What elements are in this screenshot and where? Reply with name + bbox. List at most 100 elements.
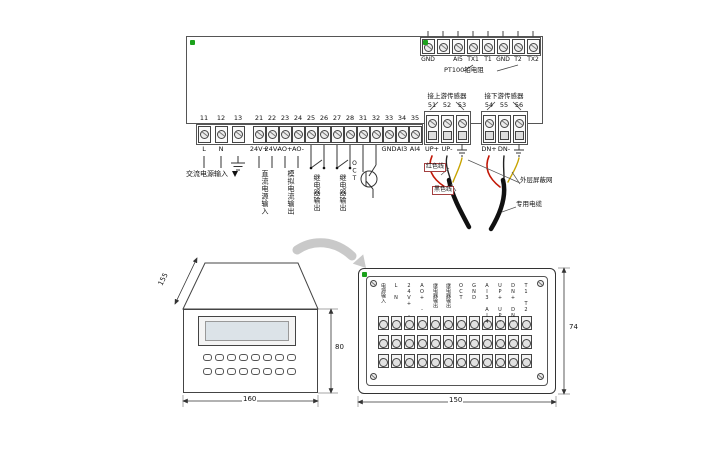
wire-clamp <box>514 130 524 140</box>
terminal-32 <box>369 126 383 143</box>
rear-terminal-block <box>391 354 402 368</box>
pt100-caption: PT100铂电阻 <box>444 66 484 74</box>
terminal-56 <box>512 115 526 143</box>
terminal-25 <box>304 126 318 143</box>
terminal-number: 26 <box>319 114 329 122</box>
terminal-53 <box>455 115 469 143</box>
screw-icon <box>345 129 355 139</box>
rear-terminal-block <box>443 316 454 330</box>
contact-dot <box>335 166 339 170</box>
rear-column-label: UP+ UP- <box>497 283 503 325</box>
screw-icon <box>370 280 377 287</box>
relay-contact-icon <box>310 145 351 169</box>
pt100-terminal-strip <box>420 37 541 56</box>
screw-icon <box>483 42 493 52</box>
screw-icon <box>499 118 509 128</box>
front-view-top-housing <box>182 262 319 310</box>
terminal-number: 22 <box>267 114 277 122</box>
terminal-label: GND <box>381 145 397 153</box>
rear-terminal-block <box>456 316 467 330</box>
rear-terminal-block <box>378 335 389 349</box>
terminal-number: 34 <box>397 114 407 122</box>
screw-icon <box>280 129 290 139</box>
rear-terminal-block <box>417 335 428 349</box>
screw-icon <box>216 129 226 139</box>
rear-terminal-block <box>508 335 519 349</box>
screw-icon <box>254 129 264 139</box>
screw-icon <box>319 129 329 139</box>
keypad-key <box>263 354 272 361</box>
rear-terminal-block <box>469 335 480 349</box>
rear-terminal-block <box>417 316 428 330</box>
terminal-number: 33 <box>384 114 394 122</box>
rear-terminal-block <box>456 354 467 368</box>
black-wire-label: 黑色线 <box>432 186 455 195</box>
rear-terminal-block <box>404 354 415 368</box>
rear-terminal-block <box>521 316 532 330</box>
pt100-terminal <box>496 39 510 54</box>
pt100-terminal-label: GND <box>421 56 435 63</box>
screw-icon <box>537 280 544 287</box>
terminal-35 <box>408 126 422 143</box>
keypad-key <box>203 368 212 375</box>
screw-icon <box>514 118 524 128</box>
screw-icon <box>293 129 303 139</box>
screw-icon <box>484 118 494 128</box>
terminal-number: 24 <box>293 114 303 122</box>
terminal-label: AO+ <box>277 145 293 153</box>
relay-output-label-1: 继电器输出 <box>313 174 321 212</box>
rear-column-label: AO+ - <box>419 283 425 313</box>
terminal-55 <box>497 115 511 143</box>
terminal-52 <box>440 115 454 143</box>
pt100-terminal-label: TX2 <box>527 56 539 63</box>
oct-output-label: OCT <box>351 160 358 183</box>
upstream-black-wire <box>445 155 451 179</box>
terminal-number: 13 <box>233 114 243 122</box>
dim-line-155 <box>174 257 198 305</box>
terminal-label: DN- <box>497 145 511 153</box>
green-mark-icon <box>190 40 195 45</box>
terminal-label: AI4 <box>409 145 421 153</box>
wire-clamp <box>442 130 452 140</box>
transition-arrow <box>292 238 357 261</box>
wire-clamp <box>457 130 467 140</box>
terminal-31 <box>356 126 370 143</box>
keypad-key <box>275 354 284 361</box>
rear-terminal-block <box>378 354 389 368</box>
terminal-22 <box>265 126 279 143</box>
rear-terminal-block <box>508 354 519 368</box>
upstream-cable <box>446 177 472 230</box>
terminal-label: UP- <box>441 145 453 153</box>
rear-column-label: GND <box>471 283 477 301</box>
rear-column-label: 继电器输出 <box>432 283 438 308</box>
screw-icon <box>199 129 209 139</box>
dim-80: 80 <box>334 343 345 351</box>
terminal-number: 23 <box>280 114 290 122</box>
terminal-number: 21 <box>254 114 264 122</box>
keypad-key <box>203 354 212 361</box>
terminal-33 <box>382 126 396 143</box>
rear-terminal-block <box>521 335 532 349</box>
screw-icon <box>442 118 452 128</box>
rear-column-label: 24V+ - <box>406 283 412 319</box>
screw-icon <box>513 42 523 52</box>
screw-icon <box>528 42 538 52</box>
ac-power-input-label: 交流电源输入 <box>186 170 228 178</box>
green-mark-icon <box>423 40 428 45</box>
rear-terminal-block <box>443 354 454 368</box>
pt100-terminal-label: T1 <box>484 56 492 63</box>
screw-icon <box>457 118 467 128</box>
keypad-key <box>227 368 236 375</box>
shield-ground-icon <box>457 144 524 157</box>
terminal-label: L <box>202 145 206 153</box>
upstream-sensor-label: 接上游传感器 <box>427 92 467 100</box>
rear-column-label: 电源输入 <box>380 283 386 303</box>
terminal-label: DN+ <box>481 145 497 153</box>
screw-icon <box>371 129 381 139</box>
wire-clamp <box>499 130 509 140</box>
terminal-24 <box>291 126 305 143</box>
green-mark-icon <box>362 272 367 277</box>
keypad-key <box>251 368 260 375</box>
oct-transistor-icon <box>360 145 378 198</box>
